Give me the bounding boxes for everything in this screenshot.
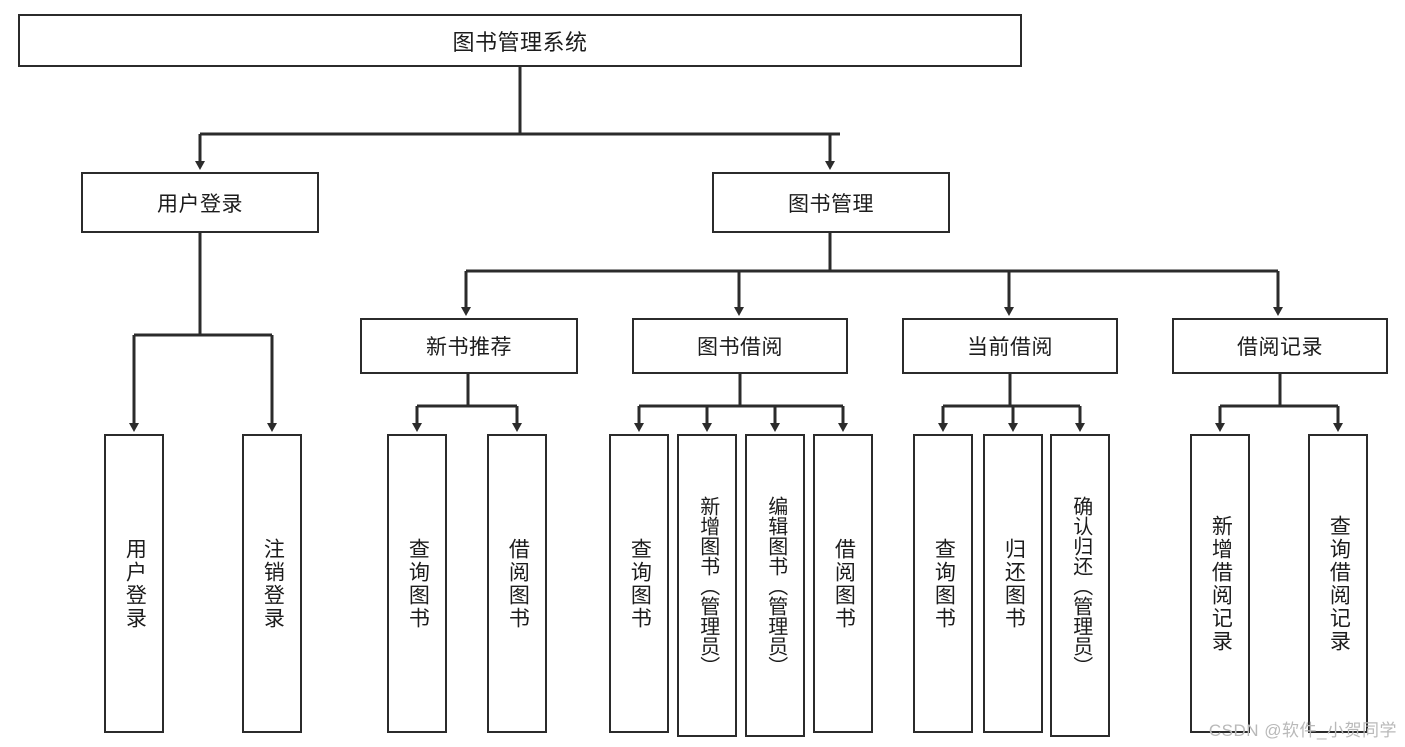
node-label: 编辑图书（管理员） <box>764 495 787 676</box>
leaf-user-login-logout[interactable]: 注销登录 <box>242 434 302 733</box>
node-book-borrow[interactable]: 图书借阅 <box>632 318 848 374</box>
leaf-current-borrow-confirm-return[interactable]: 确认归还（管理员） <box>1050 434 1110 737</box>
leaf-borrow-record-query[interactable]: 查询借阅记录 <box>1308 434 1368 733</box>
node-label: 当前借阅 <box>967 336 1053 359</box>
node-label: 注销登录 <box>261 537 285 630</box>
node-label: 确认归还（管理员） <box>1069 495 1092 676</box>
node-label: 用户登录 <box>157 192 243 216</box>
node-label: 归还图书 <box>1002 537 1026 630</box>
leaf-book-borrow-add[interactable]: 新增图书（管理员） <box>677 434 737 737</box>
node-label: 借阅记录 <box>1237 336 1323 359</box>
leaf-borrow-record-add[interactable]: 新增借阅记录 <box>1190 434 1250 733</box>
node-label: 新书推荐 <box>426 336 512 359</box>
node-current-borrow[interactable]: 当前借阅 <box>902 318 1118 374</box>
leaf-current-borrow-return[interactable]: 归还图书 <box>983 434 1043 733</box>
watermark-text: CSDN @软件_小贺同学 <box>1208 721 1397 740</box>
node-label: 查询图书 <box>406 537 430 630</box>
node-book-management[interactable]: 图书管理 <box>712 172 950 233</box>
leaf-book-borrow-edit[interactable]: 编辑图书（管理员） <box>745 434 805 737</box>
node-label: 用户登录 <box>123 537 147 630</box>
node-label: 查询借阅记录 <box>1327 514 1351 653</box>
node-label: 图书借阅 <box>697 336 783 359</box>
leaf-book-borrow-query[interactable]: 查询图书 <box>609 434 669 733</box>
node-label: 图书管理 <box>788 192 874 216</box>
node-label: 查询图书 <box>628 537 652 630</box>
node-label: 图书管理系统 <box>452 29 588 55</box>
node-label: 借阅图书 <box>832 537 856 630</box>
node-label: 新增借阅记录 <box>1209 514 1233 653</box>
leaf-user-login-login[interactable]: 用户登录 <box>104 434 164 733</box>
leaf-new-book-query[interactable]: 查询图书 <box>387 434 447 733</box>
node-borrow-records[interactable]: 借阅记录 <box>1172 318 1388 374</box>
node-user-login[interactable]: 用户登录 <box>81 172 319 233</box>
node-label: 查询图书 <box>932 537 956 630</box>
leaf-new-book-borrow[interactable]: 借阅图书 <box>487 434 547 733</box>
node-new-book-recommend[interactable]: 新书推荐 <box>360 318 578 374</box>
node-label: 新增图书（管理员） <box>696 495 719 676</box>
leaf-current-borrow-query[interactable]: 查询图书 <box>913 434 973 733</box>
node-label: 借阅图书 <box>506 537 530 630</box>
node-root-system[interactable]: 图书管理系统 <box>18 14 1022 67</box>
leaf-book-borrow-borrow[interactable]: 借阅图书 <box>813 434 873 733</box>
